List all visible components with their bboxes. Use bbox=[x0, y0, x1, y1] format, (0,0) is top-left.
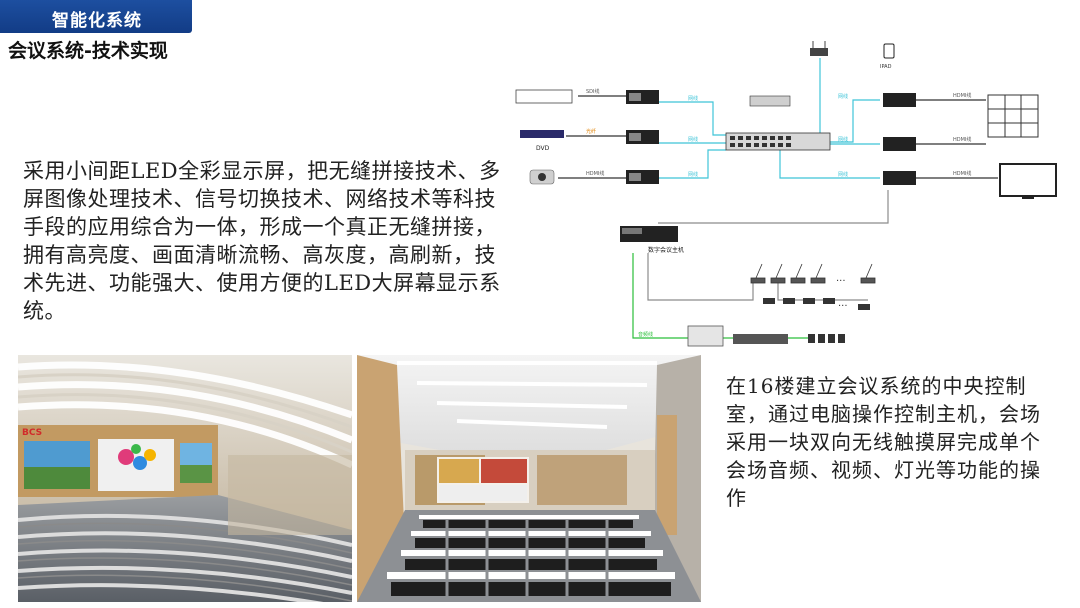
svg-text:光纤: 光纤 bbox=[586, 128, 596, 135]
hall-photo-1: BCS bbox=[18, 355, 352, 602]
central-switch bbox=[725, 132, 831, 151]
cable-16 bbox=[777, 278, 868, 301]
hall-logo: BCS bbox=[22, 428, 42, 438]
hall-photo-2 bbox=[357, 355, 701, 602]
section-tag-label: 智能化系统 bbox=[52, 11, 142, 31]
wireless-router-icon bbox=[810, 41, 828, 56]
output-node-1 bbox=[883, 93, 916, 107]
speaker-icons bbox=[808, 334, 845, 343]
dvd-label: DVD bbox=[536, 145, 550, 152]
host-label: 数字会议主机 bbox=[648, 246, 684, 254]
svg-text:音频线: 音频线 bbox=[638, 331, 653, 338]
svg-text:HDMI线: HDMI线 bbox=[586, 170, 604, 177]
svg-text:SDI线: SDI线 bbox=[586, 88, 600, 95]
svg-text:HDMI线: HDMI线 bbox=[953, 170, 971, 177]
cable-1 bbox=[659, 101, 726, 136]
audio-mixer bbox=[687, 325, 724, 347]
control-room-description: 在16楼建立会议系统的中央控制室，通过电脑操作控制主机，会场采用一块双向无线触摸… bbox=[726, 374, 1041, 510]
cable-3 bbox=[659, 149, 726, 179]
svg-text:网线: 网线 bbox=[688, 95, 698, 102]
ellipsis-2: ... bbox=[838, 298, 848, 309]
led-description: 采用小间距LED全彩显示屏，把无缝拼接技术、多屏图像处理技术、信号切换技术、网络… bbox=[23, 159, 501, 323]
svg-text:HDMI线: HDMI线 bbox=[953, 92, 971, 99]
control-server bbox=[749, 95, 791, 107]
svg-text:网线: 网线 bbox=[838, 136, 848, 143]
ipad-icon bbox=[883, 43, 895, 59]
ipad-label: IPAD bbox=[880, 64, 892, 70]
output-node-3 bbox=[883, 171, 916, 185]
cable-14 bbox=[658, 190, 889, 224]
ellipsis-1: ... bbox=[836, 273, 846, 284]
video-wall bbox=[987, 94, 1039, 138]
output-node-2 bbox=[883, 137, 916, 151]
svg-text:网线: 网线 bbox=[688, 136, 698, 143]
dvd-player bbox=[520, 130, 564, 138]
sdi-source bbox=[515, 89, 573, 104]
cable-15 bbox=[647, 253, 754, 301]
amplifier bbox=[733, 334, 788, 344]
svg-text:网线: 网线 bbox=[688, 171, 698, 178]
svg-text:网线: 网线 bbox=[838, 171, 848, 178]
monitor-icon bbox=[999, 163, 1057, 199]
system-diagram: 网线 网线 网线 网线 网线 网线 SDI线 光纤 HDMI线 HDMI线 HD… bbox=[515, 41, 1057, 347]
page-title: 会议系统-技术实现 bbox=[8, 40, 168, 62]
svg-text:HDMI线: HDMI线 bbox=[953, 136, 971, 143]
svg-text:网线: 网线 bbox=[838, 93, 848, 100]
section-tag: 智能化系统 bbox=[0, 0, 192, 33]
mic-units bbox=[750, 263, 876, 284]
cable-5 bbox=[830, 99, 880, 143]
cable-17 bbox=[632, 253, 688, 339]
cable-7 bbox=[779, 150, 880, 179]
